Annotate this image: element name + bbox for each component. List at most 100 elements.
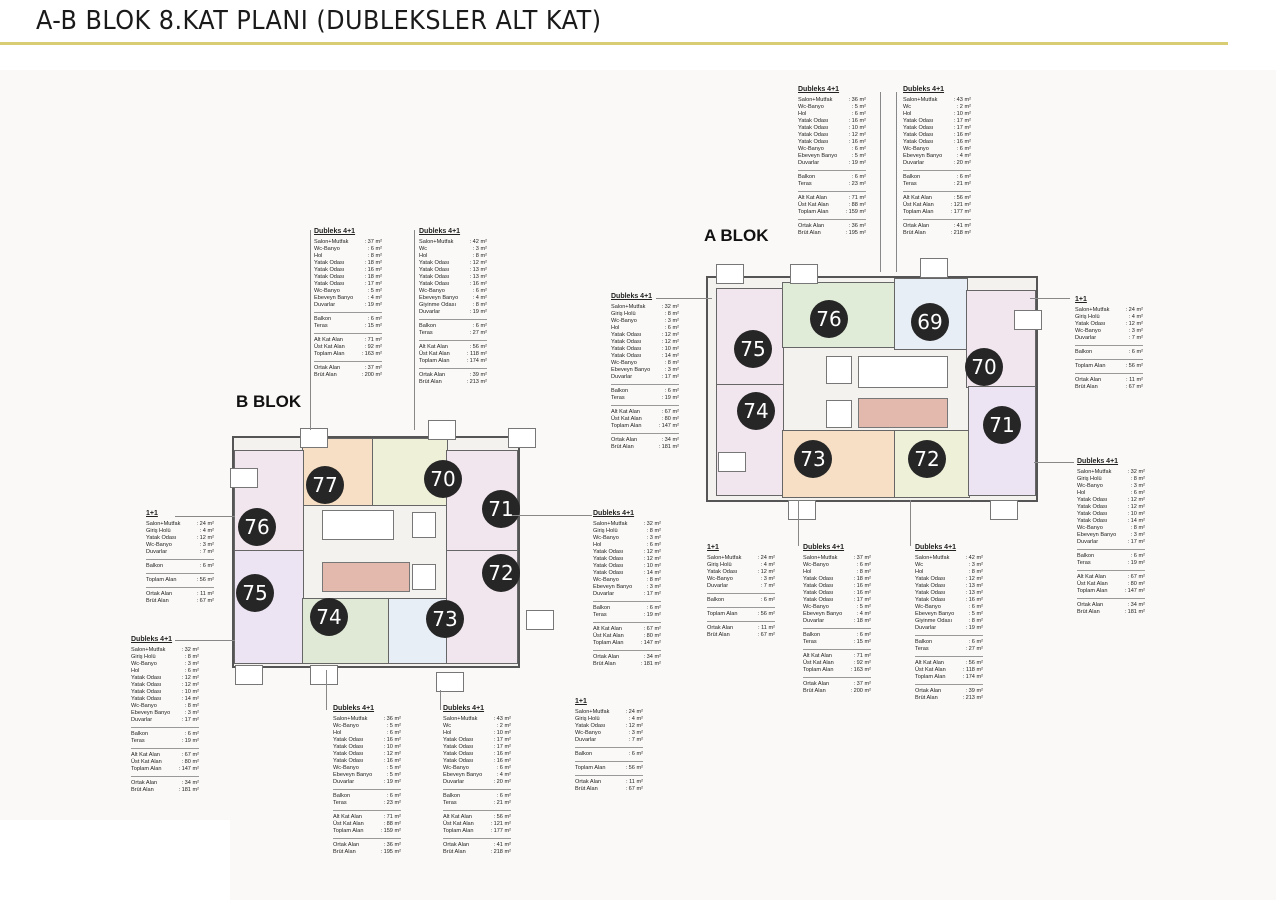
table-header: Dubleks 4+1 [593,510,635,517]
row-value: : 19 m² [661,395,679,401]
row-label: Hol [803,569,812,575]
leader-line [1034,462,1074,463]
row-value: : 8 m² [367,253,382,259]
table-row: Teras: 15 m² [803,639,871,646]
table-divider [1075,345,1143,346]
row-value: : 12 m² [848,132,866,138]
row-label: Brüt Alan [443,849,466,855]
table-row: Yatak Odası: 12 m² [1077,497,1145,504]
table-row: Ebeveyn Banyo: 3 m² [593,584,661,591]
table-row: Giriş Holü: 8 m² [611,311,679,318]
row-label: Yatak Odası [915,597,946,603]
row-label: Alt Kat Alan [443,814,472,820]
table-row: Wc-Banyo: 6 m² [443,765,511,772]
table-row: Yatak Odası: 10 m² [131,689,199,696]
row-label: Yatak Odası [333,758,364,764]
table-row: Üst Kat Alan: 118 m² [915,667,983,674]
leader-line [512,515,592,516]
table-row: Yatak Odası: 12 m² [131,682,199,689]
a-unit-number: 70 [965,348,1003,386]
row-label: Balkon [146,563,164,569]
row-value: : 147 m² [178,766,199,772]
table-row: Teras: 21 m² [443,800,511,807]
table-row: Brüt Alan: 213 m² [915,695,983,702]
table-row: Hol: 6 m² [593,542,661,549]
row-value: : 56 m² [757,611,775,617]
table-row: Ortak Alan: 34 m² [593,654,661,661]
table-row: Hol: 6 m² [131,668,199,675]
row-label: Duvarlar [333,779,355,785]
table-row: Brüt Alan: 181 m² [131,787,199,794]
row-value: : 8 m² [184,654,199,660]
b-unit-number: 73 [426,600,464,638]
row-label: Teras [314,323,328,329]
table-row: Brüt Alan: 181 m² [593,661,661,668]
row-label: Ortak Alan [314,365,341,371]
table-row: Salon+Mutfak: 24 m² [146,521,214,528]
a-unit-number: 72 [908,440,946,478]
row-label: Salon+Mutfak [419,239,454,245]
row-value: : 3 m² [1130,532,1145,538]
row-value: : 8 m² [664,360,679,366]
table-row: Salon+Mutfak: 36 m² [333,716,401,723]
a-elevator-upper [826,356,852,384]
table-row: Duvarlar: 17 m² [593,591,661,598]
row-value: : 71 m² [853,653,871,659]
table-row: Yatak Odası: 18 m² [314,274,382,281]
table-divider [903,219,971,220]
table-row: Yatak Odası: 16 m² [803,590,871,597]
table-row: Teras: 23 m² [333,800,401,807]
row-label: Brüt Alan [611,444,634,450]
table-row: Yatak Odası: 16 m² [333,758,401,765]
table-divider [903,191,971,192]
row-value: : 11 m² [1126,377,1143,383]
table-row: Toplam Alan: 147 m² [593,640,661,647]
row-value: : 6 m² [664,388,679,394]
table-row: Ortak Alan: 34 m² [131,780,199,787]
row-label: Hol [419,253,428,259]
row-value: : 67 m² [661,409,679,415]
row-label: Alt Kat Alan [611,409,640,415]
table-divider [593,650,661,651]
row-value: : 88 m² [848,202,866,208]
row-label: Wc-Banyo [611,360,637,366]
table-row: Toplam Alan: 174 m² [419,358,487,365]
row-value: : 14 m² [661,353,679,359]
row-value: : 147 m² [658,423,679,429]
row-value: : 17 m² [1127,539,1145,545]
row-value: : 17 m² [853,597,871,603]
row-value: : 5 m² [386,765,401,771]
table-row: Wc-Banyo: 5 m² [333,723,401,730]
row-label: Teras [611,395,625,401]
row-label: Yatak Odası [443,737,474,743]
table-row: Alt Kat Alan: 71 m² [333,814,401,821]
row-value: : 3 m² [472,246,487,252]
table-row: Alt Kat Alan: 71 m² [803,653,871,660]
row-label: Alt Kat Alan [131,752,160,758]
table-row: Salon+Mutfak: 42 m² [419,239,487,246]
row-label: Brüt Alan [146,598,169,604]
row-value: : 8 m² [968,569,983,575]
table-row: Duvarlar: 19 m² [419,309,487,316]
table-row: Ortak Alan: 41 m² [903,223,971,230]
table-header: 1+1 [575,698,587,705]
row-value: : 88 m² [383,821,401,827]
row-label: Wc-Banyo [333,765,359,771]
table-divider [611,433,679,434]
row-value: : 34 m² [661,437,679,443]
row-value: : 34 m² [181,780,199,786]
table-row: Toplam Alan: 163 m² [803,667,871,674]
row-value: : 181 m² [178,787,199,793]
table-divider [593,601,661,602]
row-label: Alt Kat Alan [798,195,827,201]
row-value: : 17 m² [493,737,511,743]
row-label: Yatak Odası [1077,497,1108,503]
table-row: Giriş Holü: 8 m² [593,528,661,535]
row-value: : 3 m² [1130,483,1145,489]
row-label: Ortak Alan [915,688,942,694]
row-value: : 6 m² [1128,349,1143,355]
row-value: : 7 m² [1128,335,1143,341]
b-balcony [428,420,456,440]
row-value: : 24 m² [625,709,643,715]
